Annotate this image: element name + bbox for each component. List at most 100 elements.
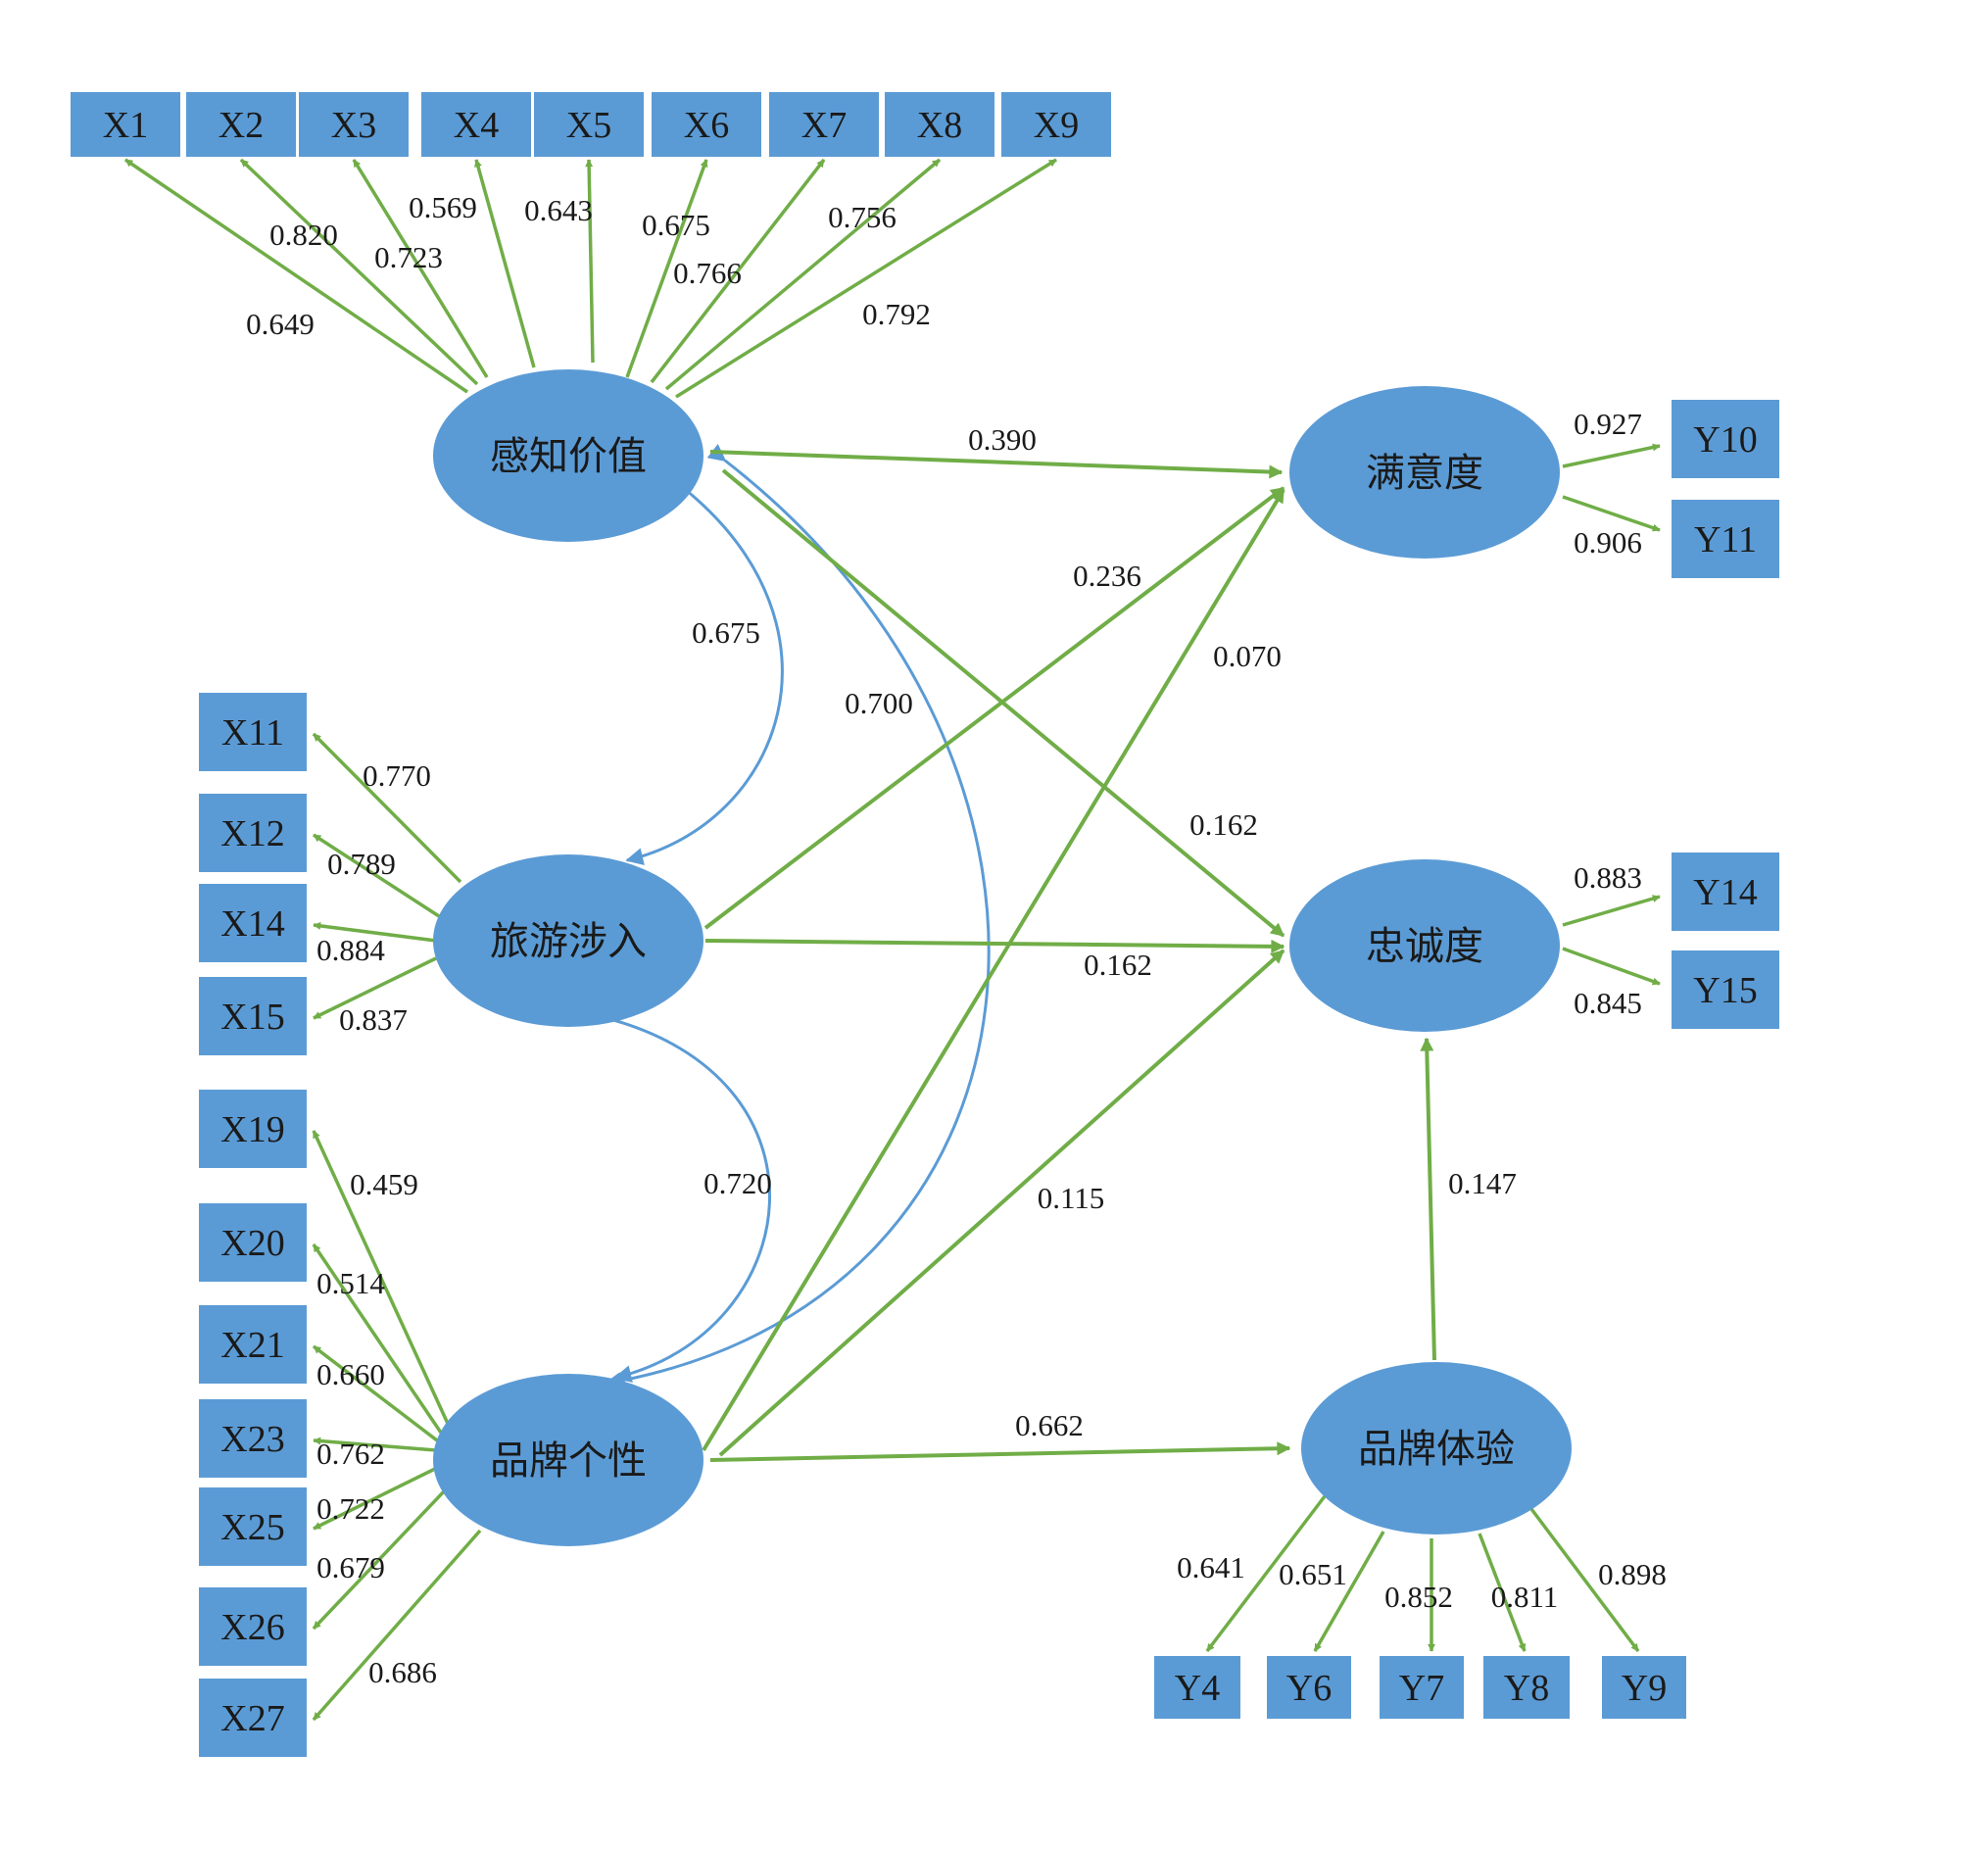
path-label-pv-loy: 0.162 [1189,807,1258,842]
loading-label-x4: 0.569 [409,190,477,224]
indicator-x27-label: X27 [220,1698,284,1739]
loading-arrow-y10 [1562,443,1661,468]
loading-label-y7: 0.852 [1384,1580,1453,1614]
indicator-x2-box [186,92,296,157]
brand-experience-label: 品牌体验 [1358,1427,1515,1472]
indicator-y14-box [1672,852,1779,931]
indicator-x27-box [199,1679,307,1757]
loading-label-y4: 0.641 [1177,1550,1245,1584]
path-arrow-ti-loy [704,939,1285,953]
correlation-layer [585,443,991,1390]
loading-label-x1: 0.649 [246,307,315,341]
tourism-involvement-label: 旅游涉入 [490,919,647,964]
loading-label-y9: 0.898 [1598,1557,1667,1591]
indicator-x6-box [652,92,761,157]
indicator-y6-label: Y6 [1286,1668,1332,1709]
loading-arrow-x2 [239,158,479,386]
indicator-x1-box [71,92,180,157]
loading-label-y8: 0.811 [1491,1580,1559,1614]
indicator-x8-label: X8 [917,105,962,146]
indicator-x5-label: X5 [566,105,611,146]
indicator-x7-label: X7 [801,105,847,146]
brand-experience-ellipse [1301,1362,1572,1534]
indicator-x12-label: X12 [220,813,284,854]
loading-label-y6: 0.651 [1279,1557,1347,1591]
loading-label-x12: 0.789 [327,847,396,881]
loading-arrow-y8 [1478,1533,1527,1652]
loading-arrow-x21 [312,1344,439,1442]
indicator-y9-label: Y9 [1622,1668,1667,1709]
indicator-y15-box [1672,950,1779,1029]
tourism-involvement-ellipse [433,854,703,1027]
indicator-x19-box [199,1090,307,1168]
loading-label-x9: 0.792 [862,297,931,331]
loading-arrow-x23 [313,1437,437,1452]
indicator-x12-box [199,794,307,872]
indicator-x21-box [199,1305,307,1384]
indicator-x3-label: X3 [331,105,376,146]
loading-arrow-x4 [474,159,536,368]
indicator-x20-box [199,1203,307,1282]
loading-arrow-x7 [650,158,826,384]
correlation-arc-pv-ti [625,472,784,865]
indicator-y8-box [1483,1656,1570,1719]
indicator-x5-box [534,92,644,157]
loading-label-x14: 0.884 [316,933,385,967]
path-label-bp-loy: 0.115 [1038,1181,1105,1215]
indicator-x26-label: X26 [220,1607,284,1648]
indicator-x23-label: X23 [220,1419,284,1460]
loading-arrow-x15 [313,956,437,1020]
indicator-y15-label: Y15 [1693,970,1757,1011]
indicator-x2-label: X2 [218,105,264,146]
indicator-x20-label: X20 [220,1223,284,1264]
correlation-label-ti-bp: 0.720 [703,1166,772,1200]
path-label-be-loy: 0.147 [1448,1166,1517,1200]
path-arrow-be-loy [1420,1037,1436,1361]
indicator-x4-box [421,92,531,157]
loading-label-x7: 0.766 [673,256,742,290]
indicator-y11-box [1672,500,1779,578]
loading-arrow-y4 [1205,1494,1327,1653]
path-label-bp-be: 0.662 [1015,1408,1084,1442]
loading-label-x2: 0.820 [269,218,338,252]
indicator-y7-label: Y7 [1399,1668,1444,1709]
indicator-y8-label: Y8 [1504,1668,1549,1709]
indicator-x1-label: X1 [103,105,148,146]
loading-arrow-x11 [312,732,462,884]
loading-arrow-x5 [585,159,595,364]
indicator-y9-box [1602,1656,1686,1719]
loading-label-x23: 0.762 [316,1437,385,1471]
path-arrow-bp-be [709,1441,1291,1462]
loading-arrow-x12 [313,833,440,918]
loading-arrow-x6 [625,159,708,378]
indicator-x7-box [769,92,879,157]
brand-personality-ellipse [433,1374,703,1546]
loading-arrow-x3 [352,159,489,378]
loading-arrow-x26 [312,1487,448,1631]
loading-label-x5: 0.643 [524,193,593,227]
indicator-y6-box [1267,1656,1351,1719]
path-arrow-pv-sat [709,450,1284,479]
path-arrow-bp-sat [702,488,1285,1452]
correlation-arc-pv-bp [604,443,991,1390]
indicator-x4-label: X4 [454,105,499,146]
loading-label-x26: 0.679 [316,1550,385,1584]
loading-label-x15: 0.837 [339,1002,408,1037]
edge-layer [124,158,1661,1722]
loading-label-x3: 0.723 [374,240,443,274]
loyalty-ellipse [1289,859,1560,1032]
indicator-x14-label: X14 [220,903,284,945]
loading-label-x8: 0.756 [828,200,897,234]
loading-arrow-y15 [1562,947,1661,986]
indicator-y7-box [1380,1656,1464,1719]
loading-arrow-y11 [1562,495,1661,532]
indicator-x8-box [885,92,994,157]
loading-arrow-x19 [312,1130,451,1427]
indicator-x6-label: X6 [684,105,729,146]
indicator-y11-label: Y11 [1694,519,1757,560]
indicator-x25-box [199,1487,307,1566]
loading-label-y14: 0.883 [1574,860,1642,895]
loading-label-x27: 0.686 [368,1655,437,1689]
loading-arrow-x20 [312,1243,443,1434]
